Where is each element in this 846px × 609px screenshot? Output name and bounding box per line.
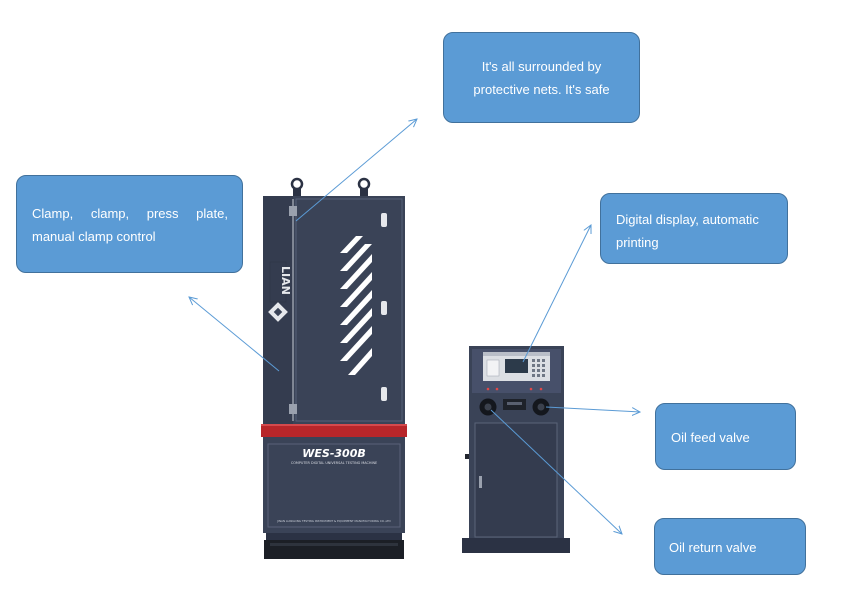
callout-digital-display-text: Digital display, automatic printing (616, 212, 759, 250)
arrow-oil-feed (545, 406, 640, 412)
main-frame: LIAN WES-300B COMPUTER DIGITAL UNIVERSAL… (261, 177, 407, 559)
control-cabinet (462, 346, 570, 553)
callout-arrows (189, 119, 640, 534)
base-plinth (266, 533, 402, 540)
protective-door (295, 198, 403, 422)
lifting-eye-right (357, 177, 371, 191)
callout-oil-return-valve-text: Oil return valve (669, 540, 757, 555)
vertical-logo: LIAN (268, 261, 292, 322)
control-cabinet-base (462, 538, 570, 553)
hinge-top (289, 206, 297, 216)
keypad (532, 359, 545, 377)
lifting-eye-left (290, 177, 304, 191)
hinge-bottom (289, 404, 297, 414)
machine-subtitle: COMPUTER DIGITAL UNIVERSAL TESTING MACHI… (291, 461, 377, 465)
callout-oil-return-valve: Oil return valve (654, 518, 806, 575)
callout-clamp-control-text: Clamp, clamp, press plate, manual clamp … (32, 206, 228, 244)
door-handle (479, 476, 482, 488)
printer-slot (486, 359, 500, 377)
cabinet-door (474, 422, 558, 538)
model-label: WES-300B (302, 447, 365, 460)
callout-protective-net: It's all surrounded by protective nets. … (443, 32, 640, 123)
latch-bottom (381, 387, 387, 401)
red-crosshead-band (261, 424, 407, 437)
callout-digital-display: Digital display, automatic printing (600, 193, 788, 264)
vertical-logo-text: LIAN (279, 266, 292, 295)
arrow-clamp (189, 297, 280, 372)
callout-clamp-control: Clamp, clamp, press plate, manual clamp … (16, 175, 243, 273)
lcd-screen (505, 359, 528, 373)
lower-cabinet (263, 437, 405, 533)
arrow-oil-return (490, 409, 622, 534)
callout-oil-feed-valve-text: Oil feed valve (671, 430, 750, 445)
callout-protective-net-text: It's all surrounded by protective nets. … (473, 59, 610, 97)
maker-label: JINAN LIANGONG TESTING INSTRUMENT & EQUI… (276, 519, 390, 523)
latch-middle (381, 301, 387, 315)
arrow-digital-display (522, 225, 591, 363)
base-block (264, 540, 404, 559)
latch-top (381, 213, 387, 227)
arrow-protective-net (295, 119, 417, 222)
callout-oil-feed-valve: Oil feed valve (655, 403, 796, 470)
window-slots (340, 236, 372, 375)
